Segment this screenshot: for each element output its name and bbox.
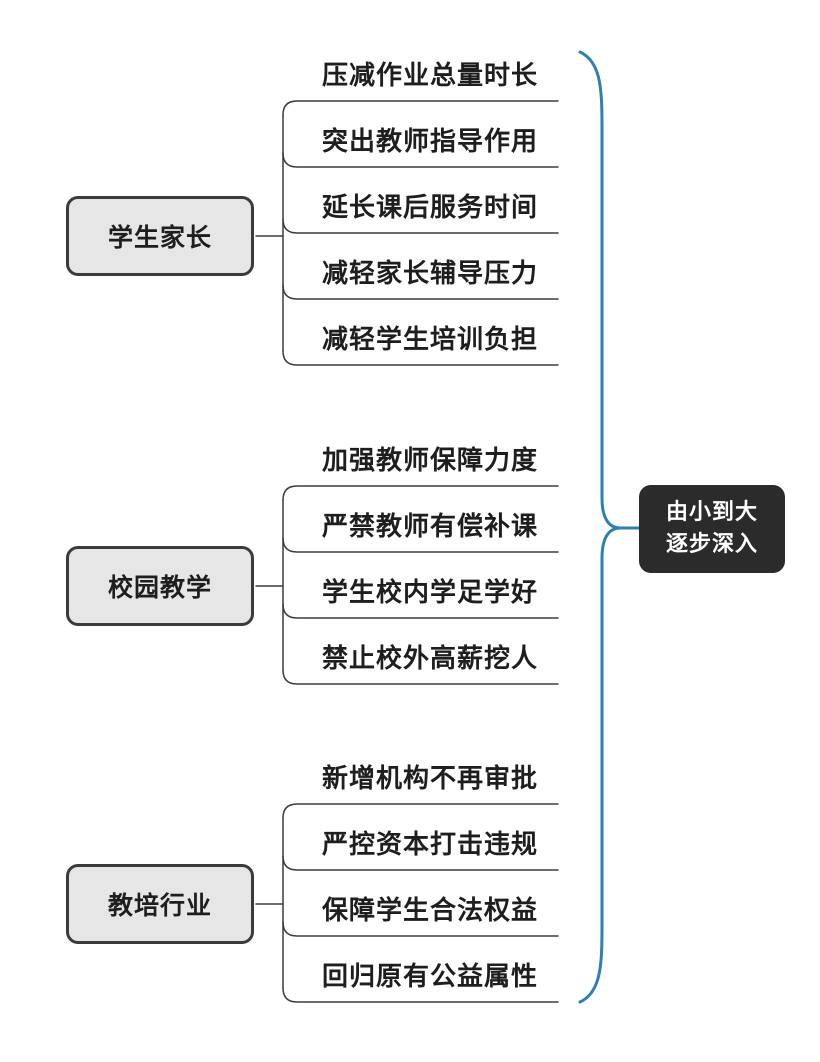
leaf-item: 回归原有公益属性: [322, 962, 539, 992]
leaf-item: 压减作业总量时长: [322, 61, 539, 91]
leaf-underline: [282, 669, 559, 685]
leaf-item: 严控资本打击违规: [322, 830, 539, 860]
leaf-item: 减轻学生培训负担: [322, 325, 539, 355]
leaf-underline: [282, 485, 559, 501]
leaf-item: 严禁教师有偿补课: [322, 512, 539, 542]
node-students-parents: 学生家长: [66, 196, 254, 276]
leaf-underline: [282, 537, 559, 553]
summary-line-1: 由小到大: [665, 500, 758, 525]
leaf-underline: [282, 218, 559, 234]
leaf-item: 保障学生合法权益: [322, 896, 539, 926]
leaf-underline: [282, 921, 559, 937]
leaf-underline: [282, 284, 559, 300]
node-training-industry: 教培行业: [66, 864, 254, 944]
leaf-item: 新增机构不再审批: [322, 764, 539, 794]
leaf-underline: [282, 855, 559, 871]
leaf-underline: [282, 987, 559, 1003]
leaf-item: 加强教师保障力度: [322, 446, 539, 476]
leaf-underline: [282, 803, 559, 819]
summary-box: 由小到大 逐步深入: [639, 485, 785, 573]
leaf-item: 禁止校外高薪挖人: [322, 644, 539, 674]
leaf-underline: [282, 350, 559, 366]
leaf-item: 延长课后服务时间: [322, 193, 539, 223]
leaf-underline: [282, 100, 559, 116]
leaf-underline: [282, 152, 559, 168]
leaf-underline: [282, 603, 559, 619]
leaf-item: 学生校内学足学好: [322, 578, 539, 608]
summary-line-2: 逐步深入: [665, 532, 758, 557]
leaf-item: 减轻家长辅导压力: [322, 259, 539, 289]
summary-brace: [578, 50, 621, 1004]
node-campus-teaching: 校园教学: [66, 546, 254, 626]
leaf-item: 突出教师指导作用: [322, 127, 539, 157]
